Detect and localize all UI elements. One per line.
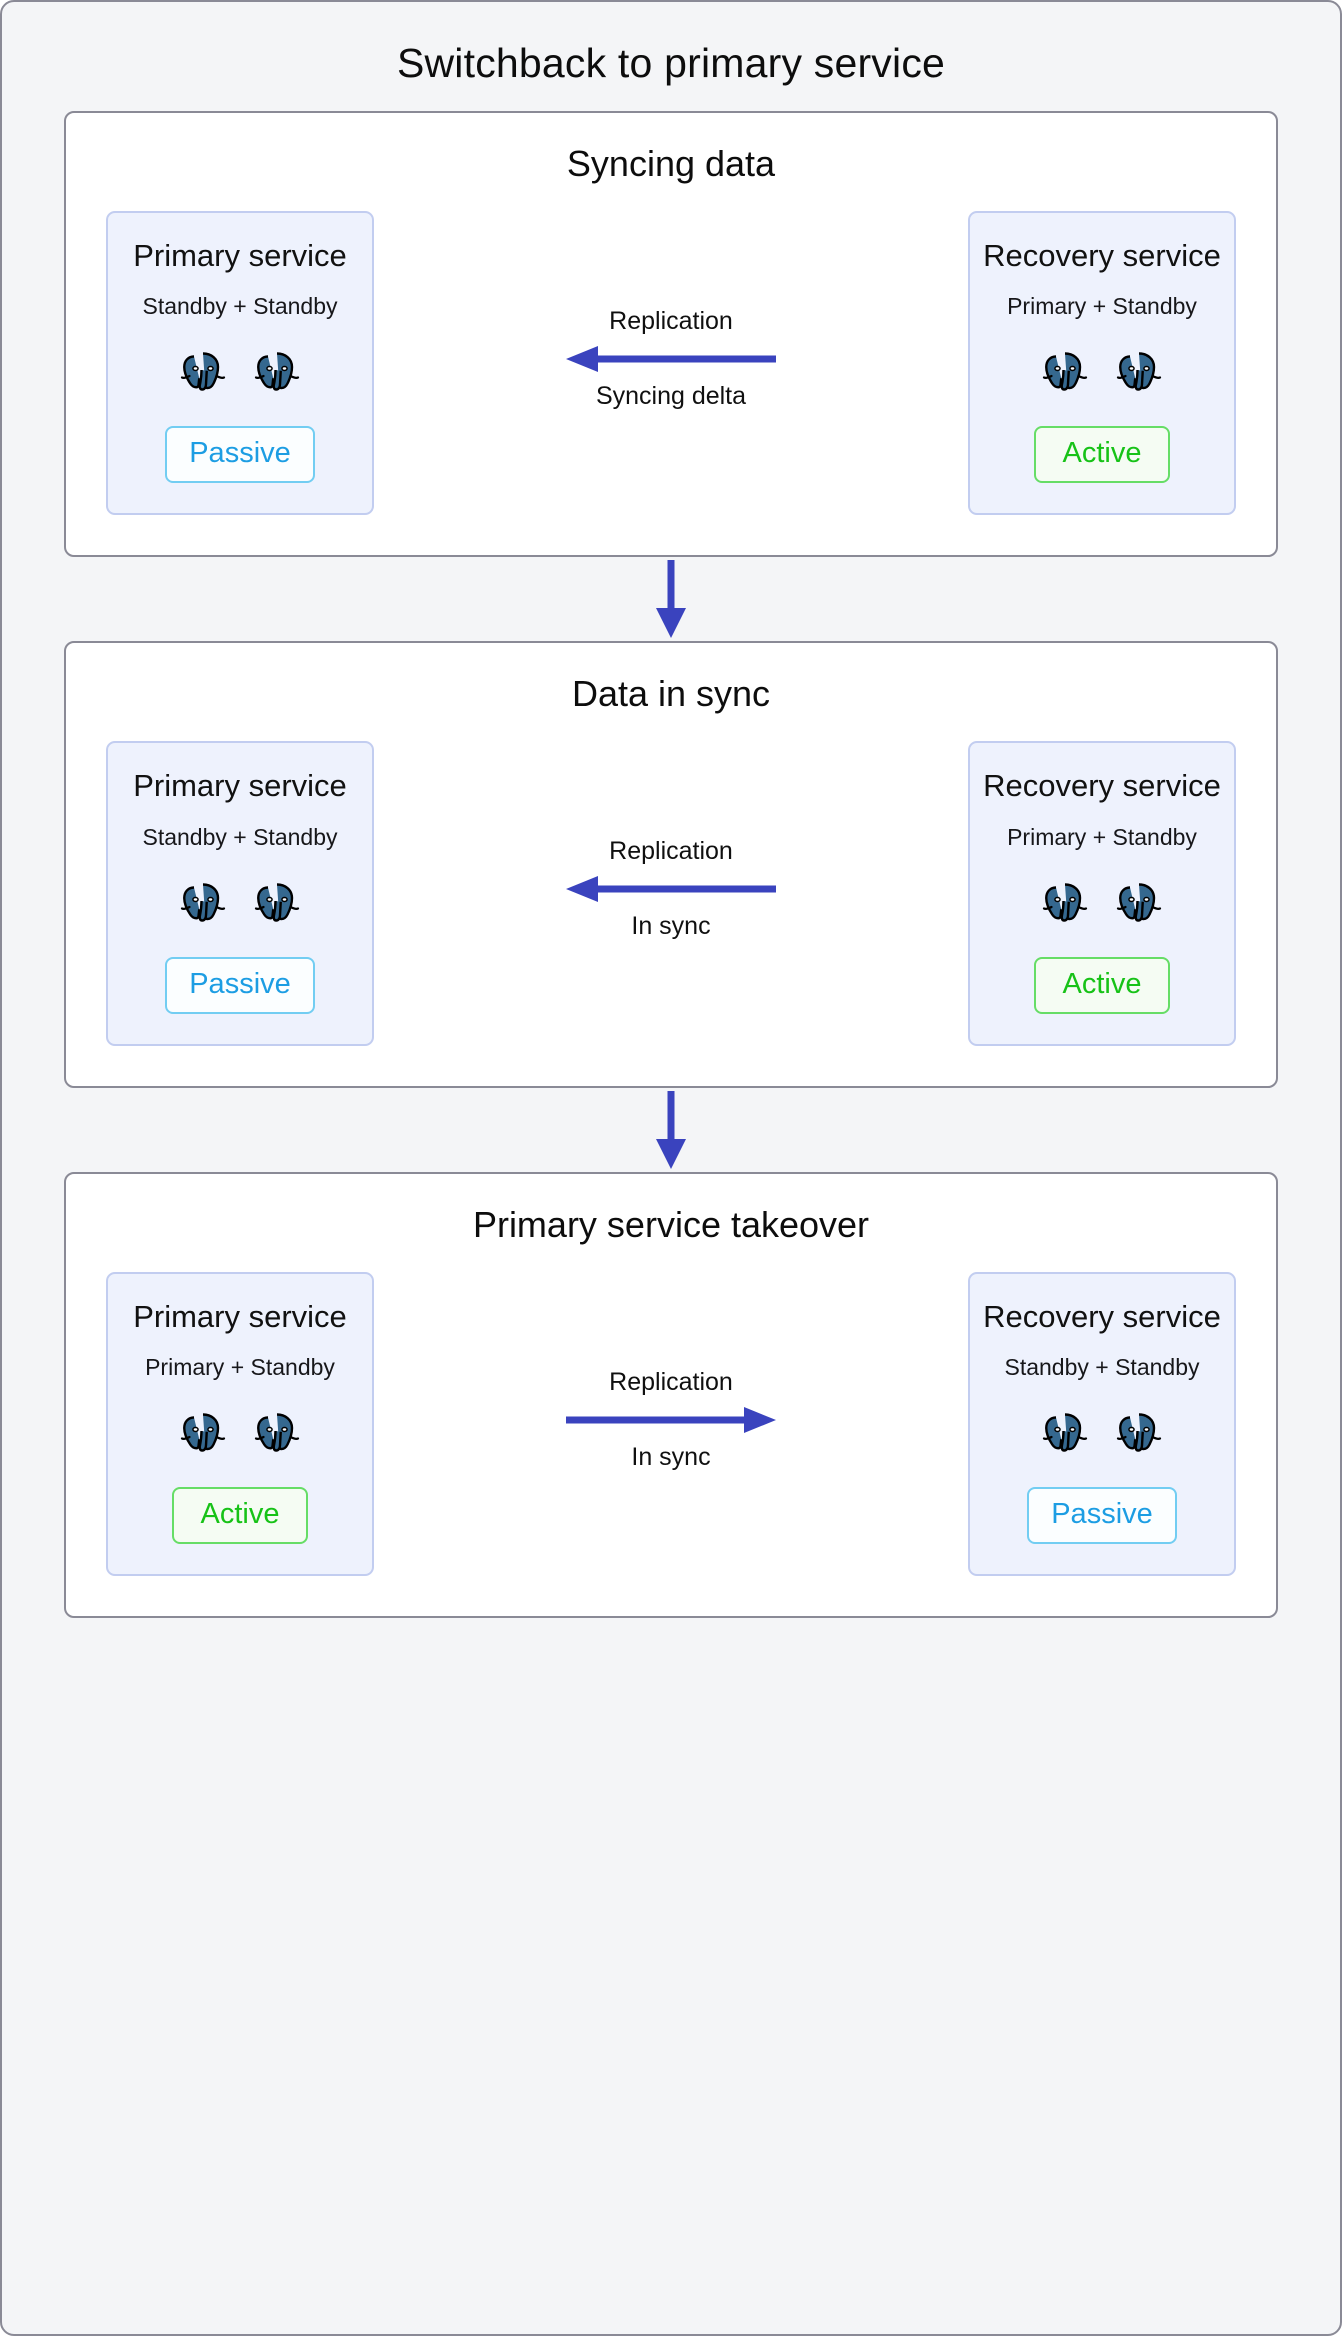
- postgresql-elephant-icon: [180, 882, 226, 922]
- node-group: [1041, 346, 1163, 394]
- service-roles: Standby + Standby: [142, 293, 338, 320]
- postgresql-elephant-icon: [1042, 1413, 1088, 1452]
- service-roles: Primary + Standby: [145, 1353, 335, 1380]
- postgresql-elephant-icon: [1042, 882, 1088, 922]
- node-group: [179, 877, 301, 925]
- service-name: Recovery service: [983, 238, 1221, 273]
- postgresql-elephant-icon: [1116, 882, 1162, 922]
- stage-panel-3: Primary service takeover Primary service…: [64, 1171, 1278, 1619]
- stage-body: Primary service Primary + Standby: [66, 1271, 1276, 1616]
- figure-title: Switchback to primary service: [396, 40, 946, 86]
- service-card-recovery[interactable]: Recovery service Primary + Standby: [968, 741, 1236, 1046]
- service-card-primary[interactable]: Primary service Standby + Standby: [106, 741, 374, 1046]
- service-card-recovery[interactable]: Recovery service Primary + Standby: [968, 211, 1236, 516]
- arrow-right-icon: [566, 1406, 776, 1433]
- status-badge: Active: [172, 1486, 308, 1545]
- postgresql-elephant-icon: [1042, 352, 1088, 391]
- service-roles: Standby + Standby: [142, 823, 338, 850]
- node-group: [1041, 877, 1163, 925]
- service-name: Primary service: [133, 768, 347, 804]
- replication-label-top: Replication: [609, 837, 733, 866]
- service-card-recovery[interactable]: Recovery service Standby + Standby: [968, 1271, 1236, 1577]
- replication-label-top: Replication: [609, 1367, 733, 1396]
- arrow-left-icon: [566, 876, 776, 903]
- service-roles: Primary + Standby: [1007, 823, 1197, 850]
- replication-label-top: Replication: [609, 307, 733, 335]
- replication-label-bottom: Syncing delta: [595, 382, 747, 410]
- postgresql-elephant-icon: [180, 352, 226, 391]
- postgresql-elephant-icon: [1116, 352, 1162, 391]
- flow-arrow-2: [64, 1088, 1278, 1172]
- stage-panel-1: Syncing data Primary service Standby + S…: [64, 111, 1278, 558]
- postgresql-elephant-icon: [254, 1413, 300, 1452]
- status-badge: Active: [1034, 426, 1170, 484]
- arrow-left-icon: [566, 346, 776, 372]
- stage-panel-2: Data in sync Primary service Standby + S…: [64, 641, 1278, 1088]
- stage-title: Syncing data: [566, 143, 776, 184]
- service-roles: Primary + Standby: [1007, 293, 1197, 320]
- flow-arrow-1: [64, 557, 1278, 641]
- replication-connector: Replication In sync: [374, 741, 968, 941]
- postgresql-elephant-icon: [1116, 1413, 1162, 1452]
- arrow-down-icon: [656, 560, 686, 639]
- service-name: Primary service: [133, 238, 347, 273]
- status-badge: Passive: [165, 956, 315, 1014]
- stage-stack: Syncing data Primary service Standby + S…: [2, 111, 1340, 1619]
- postgresql-elephant-icon: [254, 882, 300, 922]
- service-roles: Standby + Standby: [1004, 1353, 1200, 1380]
- postgresql-elephant-icon: [254, 352, 300, 391]
- service-card-primary[interactable]: Primary service Primary + Standby: [106, 1271, 374, 1577]
- stage-title: Primary service takeover: [472, 1203, 870, 1245]
- replication-connector: Replication Syncing delta: [374, 211, 968, 411]
- postgresql-elephant-icon: [180, 1413, 226, 1452]
- arrow-down-icon: [656, 1090, 686, 1169]
- stage-body: Primary service Standby + Standby: [66, 211, 1276, 555]
- service-name: Primary service: [133, 1298, 347, 1334]
- status-badge: Active: [1034, 956, 1170, 1014]
- node-group: [1041, 1407, 1163, 1455]
- service-name: Recovery service: [983, 1298, 1221, 1334]
- status-badge: Passive: [1027, 1486, 1177, 1545]
- node-group: [179, 346, 301, 394]
- stage-title: Data in sync: [571, 673, 771, 715]
- service-name: Recovery service: [983, 768, 1221, 804]
- stage-body: Primary service Standby + Standby: [66, 741, 1276, 1085]
- replication-connector: Replication In sync: [374, 1272, 968, 1472]
- status-badge: Passive: [165, 426, 315, 484]
- replication-label-bottom: In sync: [631, 1442, 711, 1471]
- node-group: [179, 1407, 301, 1455]
- service-card-primary[interactable]: Primary service Standby + Standby: [106, 211, 374, 516]
- replication-label-bottom: In sync: [631, 912, 711, 941]
